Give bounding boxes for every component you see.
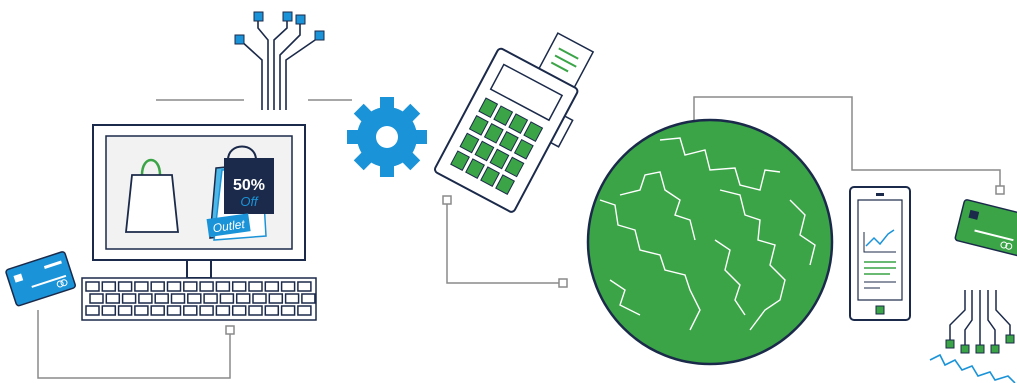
terminal-key — [493, 105, 514, 127]
terminal-key — [504, 156, 525, 178]
keyboard-key — [297, 281, 312, 292]
keyboard-key — [280, 281, 296, 292]
terminal-key — [459, 132, 480, 154]
sale-off-label: Off — [240, 194, 259, 209]
keyboard-key — [301, 293, 316, 304]
keyboard-key — [89, 293, 104, 304]
keyboard-key — [231, 305, 247, 316]
terminal-key — [508, 113, 529, 135]
keyboard-key — [231, 281, 247, 292]
terminal-key — [468, 115, 489, 136]
shopping-bag-icon — [125, 158, 179, 233]
keyboard-key — [101, 281, 117, 292]
keyboard-key — [248, 305, 263, 316]
keyboard-key — [203, 293, 218, 304]
keyboard-key — [199, 305, 214, 316]
sale-percent-label: 50% — [233, 177, 265, 194]
keyboard-key — [117, 305, 133, 316]
keyboard-key — [183, 281, 198, 292]
keyboard-key — [297, 305, 312, 316]
keyboard-key — [134, 305, 149, 316]
keyboard-key — [101, 305, 117, 316]
keyboard-key — [284, 293, 300, 304]
keyboard-key — [154, 293, 169, 304]
terminal-key — [465, 158, 485, 179]
terminal-key — [523, 121, 544, 142]
keyboard-key — [105, 293, 121, 304]
keyboard-key — [85, 281, 100, 292]
terminal-key — [489, 148, 510, 170]
smartphone-icon — [849, 186, 911, 321]
keyboard-key — [215, 305, 231, 316]
terminal-key — [498, 130, 519, 152]
keyboard-key — [166, 281, 182, 292]
keyboard-key — [170, 293, 186, 304]
keyboard-key — [134, 281, 149, 292]
keyboard-icon — [81, 277, 317, 321]
keyboard-key — [280, 305, 296, 316]
keyboard-key — [117, 281, 133, 292]
terminal-key — [495, 174, 516, 195]
payment-terminal-icon — [434, 32, 595, 213]
outlet-label: Outlet — [212, 217, 246, 235]
circuit-icon — [949, 290, 1011, 345]
terminal-key — [480, 166, 500, 187]
keyboard-key — [187, 293, 202, 304]
terminal-key — [483, 122, 504, 144]
gear-icon — [929, 353, 1016, 383]
connector-lines — [37, 96, 1001, 379]
globe-icon — [586, 118, 834, 366]
credit-card-icon — [954, 199, 1017, 258]
terminal-key — [450, 150, 470, 172]
keyboard-key — [150, 305, 165, 316]
terminal-key — [478, 97, 499, 119]
terminal-key — [474, 140, 495, 162]
keyboard-key — [121, 293, 137, 304]
keyboard-key — [166, 305, 182, 316]
circuit-icon — [239, 18, 319, 110]
keyboard-key — [264, 305, 280, 316]
keyboard-key — [138, 293, 153, 304]
gear-icon — [347, 97, 427, 177]
keyboard-key — [248, 281, 263, 292]
keyboard-key — [219, 293, 235, 304]
keyboard-key — [235, 293, 251, 304]
keyboard-key — [183, 305, 198, 316]
keyboard-key — [215, 281, 231, 292]
keyboard-key — [252, 293, 267, 304]
keyboard-key — [264, 281, 280, 292]
keyboard-key — [85, 305, 100, 316]
keyboard-key — [199, 281, 214, 292]
keyboard-key — [150, 281, 165, 292]
keyboard-key — [268, 293, 284, 304]
credit-card-icon — [5, 251, 76, 307]
chart-icon — [863, 229, 896, 289]
sale-bag-icon: 50% Off Outlet — [206, 145, 274, 241]
terminal-key — [513, 138, 534, 160]
